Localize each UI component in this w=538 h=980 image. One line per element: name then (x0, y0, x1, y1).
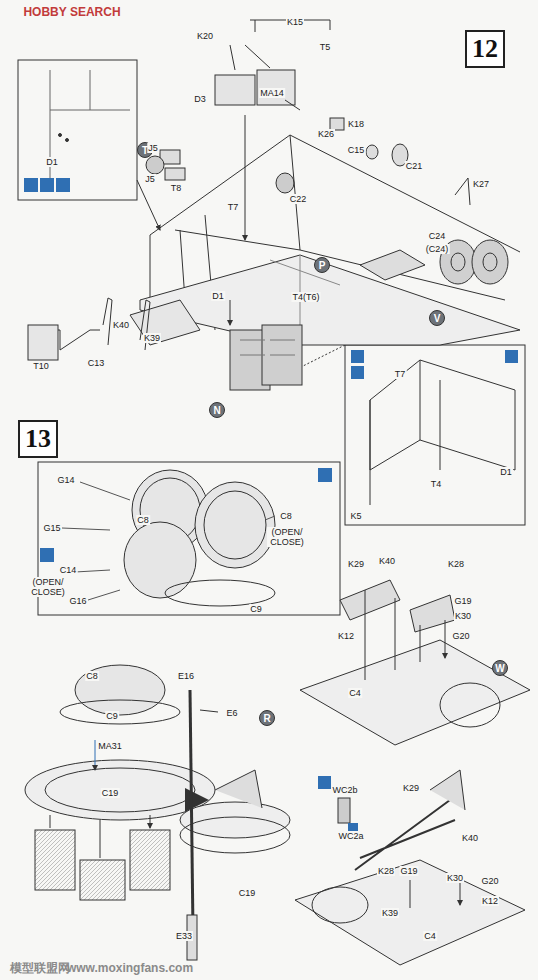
part-label: D1 (211, 291, 225, 301)
part-label: D3 (193, 94, 207, 104)
part-label: T4(T6) (292, 292, 321, 302)
part-label: K20 (196, 31, 214, 41)
part-label: T7 (227, 202, 240, 212)
part-label: C22 (289, 194, 308, 204)
part-label: C19 (238, 888, 257, 898)
part-label: K26 (317, 129, 335, 139)
part-label: G14 (56, 475, 75, 485)
part-label: G16 (68, 596, 87, 606)
part-label: E33 (175, 931, 193, 941)
step-number-box: 12 (465, 30, 505, 68)
part-label: K12 (481, 896, 499, 906)
part-label: C4 (348, 688, 362, 698)
part-label: C4 (423, 931, 437, 941)
part-label: K40 (112, 320, 130, 330)
part-label: J5 (147, 143, 159, 153)
node-text: N (213, 405, 220, 416)
part-label: MA14 (259, 88, 285, 98)
part-label: T4 (430, 479, 443, 489)
part-label: J5 (144, 174, 156, 184)
watermark: www.moxingfans.com (66, 963, 194, 973)
node-text: W (495, 663, 504, 674)
part-label: K39 (381, 908, 399, 918)
part-label: C13 (87, 358, 106, 368)
part-label: K5 (349, 511, 362, 521)
part-label: G20 (480, 876, 499, 886)
callout-circle: V (429, 310, 445, 326)
part-label: MA31 (97, 741, 123, 751)
part-label: T7 (394, 369, 407, 379)
part-label: K40 (378, 556, 396, 566)
part-label: K29 (402, 783, 420, 793)
part-label: G20 (451, 631, 470, 641)
node-text: V (434, 313, 441, 324)
part-label: D1 (45, 157, 59, 167)
step-number-box: 13 (18, 420, 58, 458)
part-label: C9 (249, 604, 263, 614)
part-label: C21 (405, 161, 424, 171)
node-text: 13 (25, 424, 51, 454)
part-label: E16 (177, 671, 195, 681)
part-label: C9 (105, 711, 119, 721)
node-text: 12 (472, 34, 498, 64)
part-label: (C24) (425, 244, 450, 254)
part-label: T10 (32, 361, 50, 371)
part-label: WC2a (337, 831, 364, 841)
watermark: HOBBY SEARCH (22, 7, 121, 17)
part-label: K28 (377, 866, 395, 876)
part-label: K28 (447, 559, 465, 569)
part-label: C19 (101, 788, 120, 798)
part-label: T8 (170, 183, 183, 193)
part-label: G19 (453, 596, 472, 606)
part-label: (OPEN/ CLOSE) (28, 577, 68, 597)
part-label: C8 (85, 671, 99, 681)
part-label: K27 (472, 179, 490, 189)
callout-circle: N (209, 402, 225, 418)
part-label: K15 (286, 17, 304, 27)
part-label: E6 (225, 708, 238, 718)
node-text: P (319, 260, 326, 271)
watermark: 模型联盟网 (9, 963, 71, 973)
node-text: R (263, 713, 270, 724)
callout-circle: R (259, 710, 275, 726)
part-label: T5 (319, 42, 332, 52)
part-label: K40 (461, 833, 479, 843)
part-label: C15 (347, 145, 366, 155)
part-label: G19 (399, 866, 418, 876)
callout-circle: P (314, 257, 330, 273)
part-label: C14 (59, 565, 78, 575)
part-label: K30 (446, 873, 464, 883)
callout-circle: W (492, 660, 508, 676)
part-label: K12 (337, 631, 355, 641)
part-label: K29 (347, 559, 365, 569)
part-label: K18 (347, 119, 365, 129)
part-label: K39 (143, 333, 161, 343)
part-label: (OPEN/ CLOSE) (267, 527, 307, 547)
part-label: WC2b (331, 785, 358, 795)
part-label: C8 (136, 515, 150, 525)
part-label: K30 (454, 611, 472, 621)
part-label: C24 (428, 231, 447, 241)
part-label: G15 (42, 523, 61, 533)
part-label: C8 (279, 511, 293, 521)
part-label: D1 (499, 467, 513, 477)
